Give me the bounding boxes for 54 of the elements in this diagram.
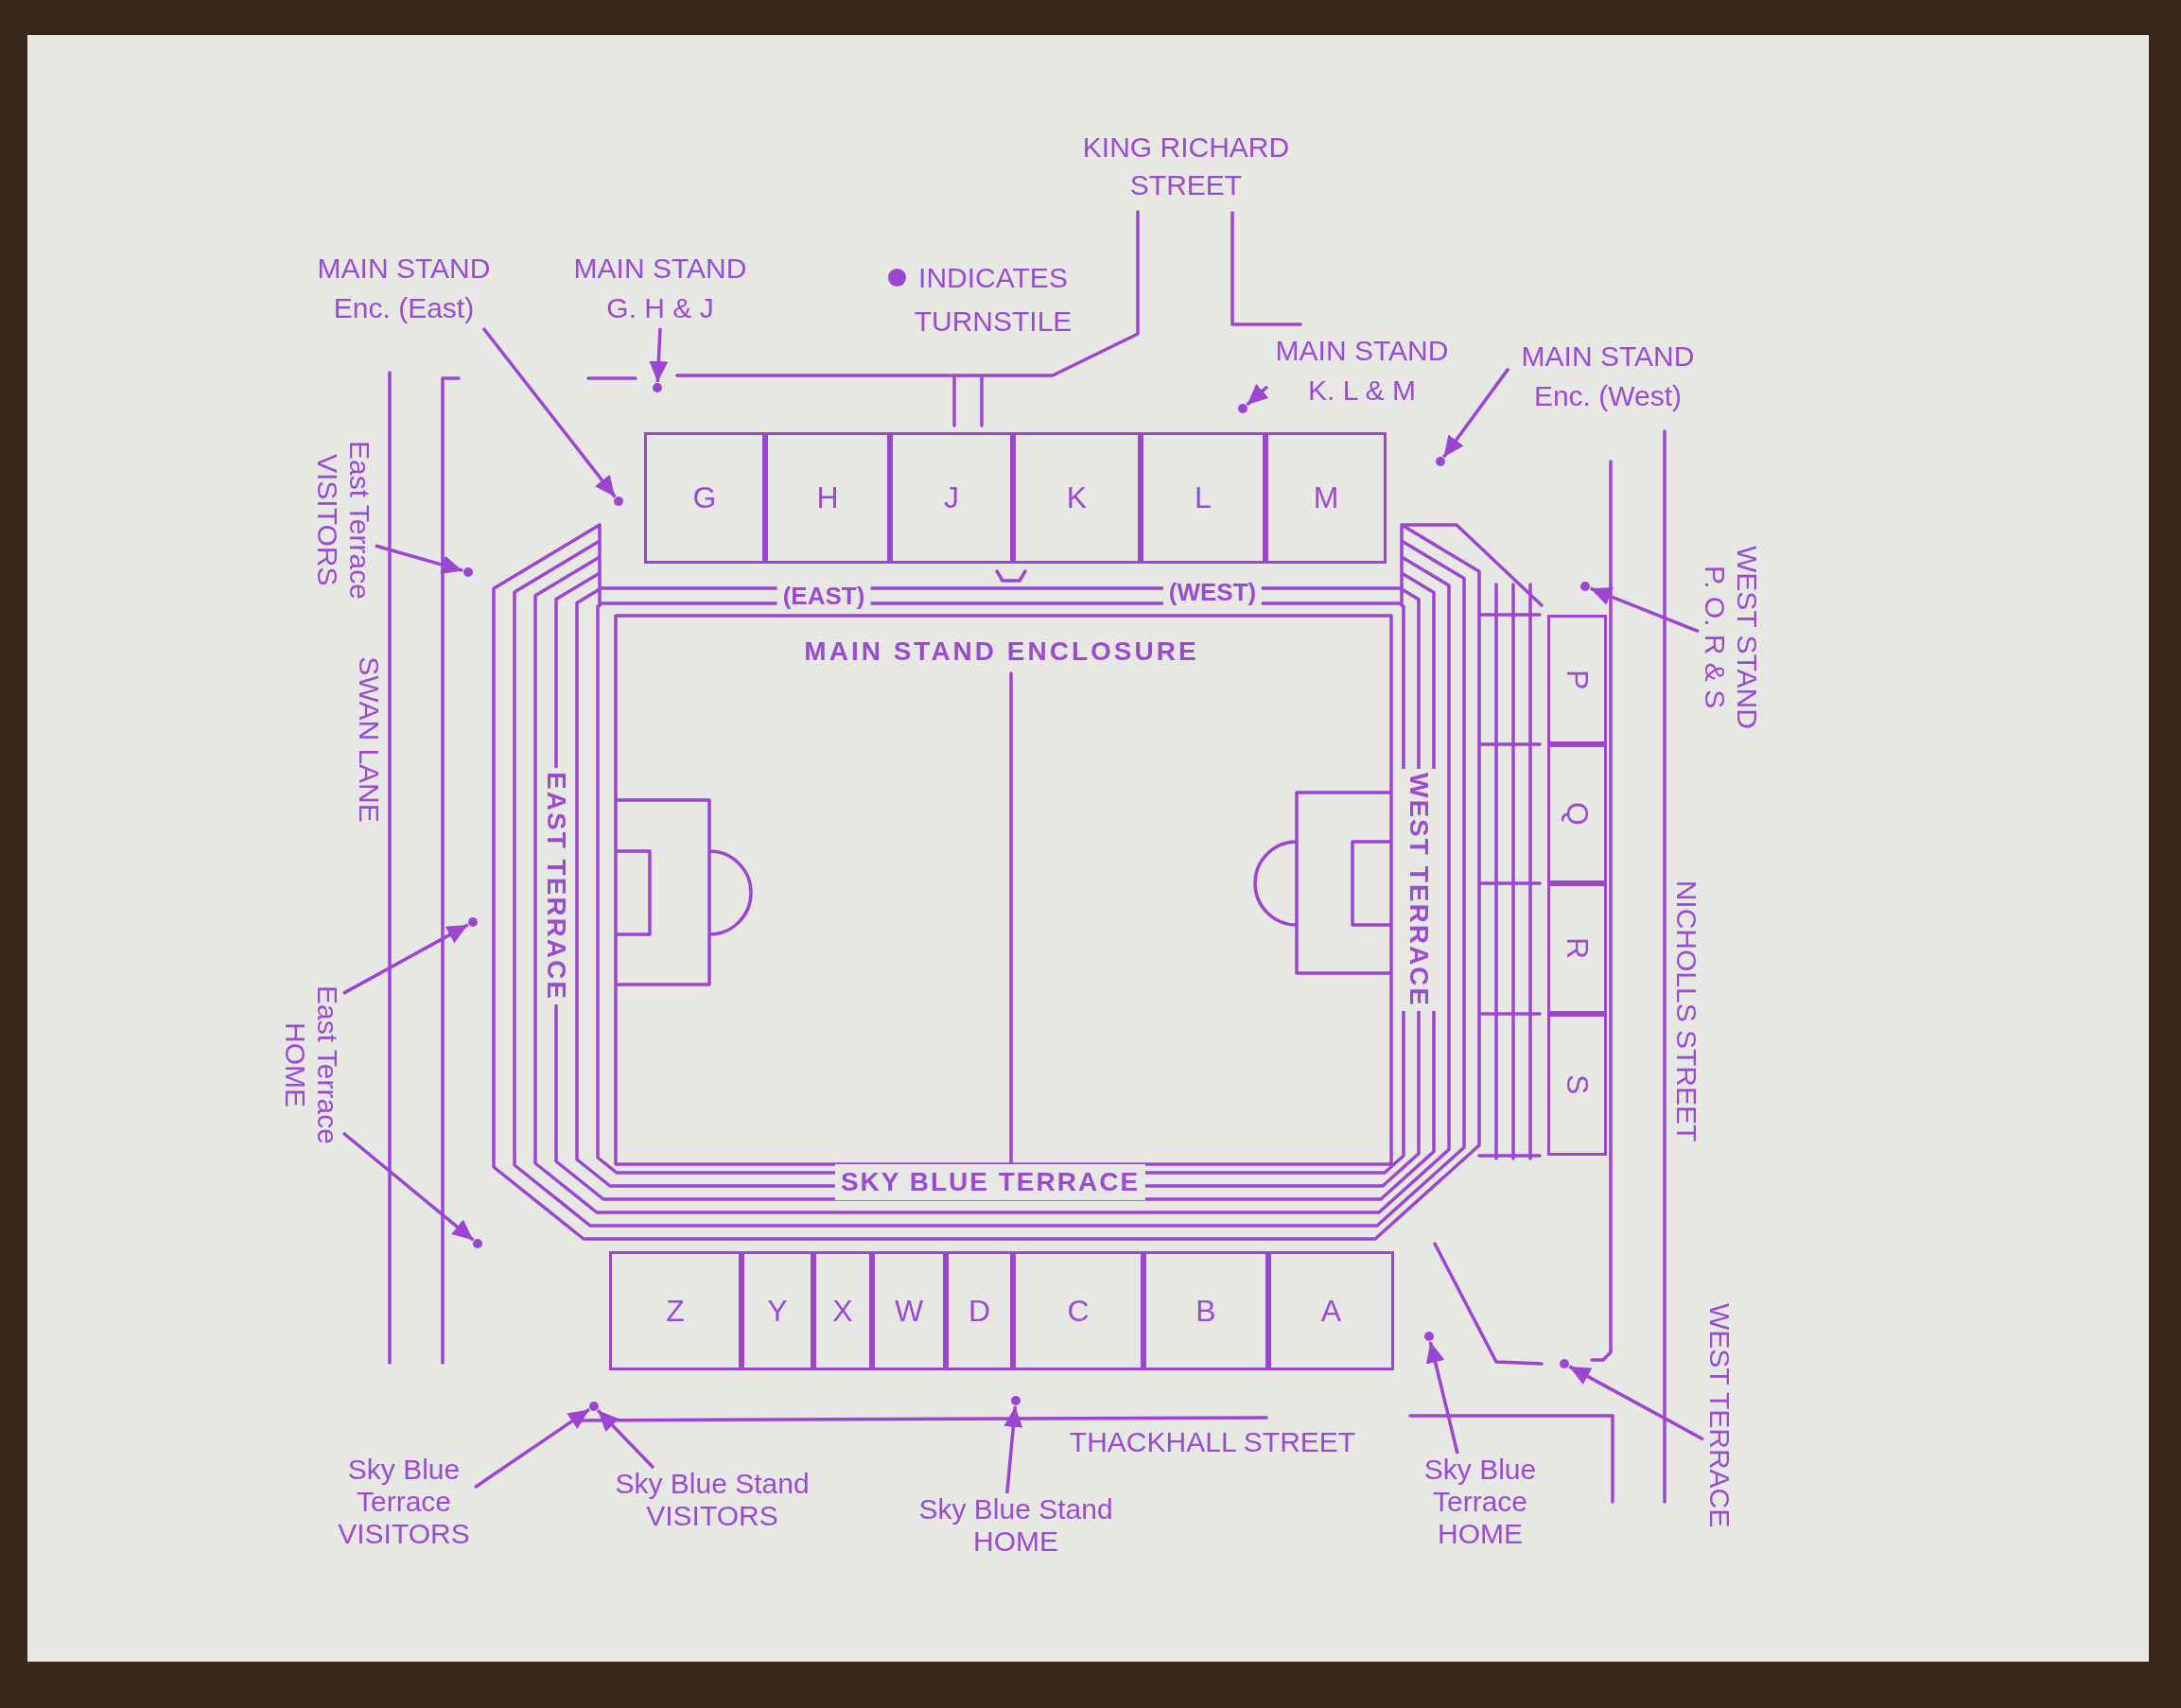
seating-block: R <box>1547 883 1607 1014</box>
leader-arrow <box>342 923 469 995</box>
turnstile-dot <box>1424 1332 1434 1341</box>
seating-block: Y <box>742 1251 813 1370</box>
entrance-label: MAIN STAND G. H & J <box>566 249 755 328</box>
leader-arrow <box>596 1409 655 1470</box>
leader-arrow <box>1003 1405 1023 1494</box>
entrance-label: MAIN STAND Enc. (West) <box>1509 337 1707 416</box>
turnstile-dot <box>1238 404 1248 413</box>
seating-block: X <box>813 1251 872 1370</box>
entrance-label: WEST TERRACE <box>1703 1298 1736 1534</box>
seating-block: D <box>946 1251 1013 1370</box>
seating-block: W <box>872 1251 946 1370</box>
turnstile-dot <box>653 383 662 392</box>
street-name: SWAN LANE <box>353 656 385 823</box>
seating-block: A <box>1268 1251 1394 1370</box>
seating-block: C <box>1013 1251 1143 1370</box>
entrance-label: MAIN STAND K. L & M <box>1267 331 1457 410</box>
seating-block: P <box>1547 615 1607 744</box>
leader-arrow <box>481 326 617 498</box>
turnstile-dot <box>1011 1396 1021 1405</box>
leader-arrow <box>1425 1341 1459 1455</box>
entrance-label: Sky Blue Stand HOME <box>907 1493 1125 1558</box>
turnstile-dot <box>1436 457 1445 466</box>
entrance-label: MAIN STAND Enc. (East) <box>309 249 498 328</box>
legend-text: INDICATES TURNSTILE <box>913 261 1073 339</box>
leader-arrow <box>1568 1365 1704 1441</box>
leader-arrow <box>375 544 463 574</box>
entrance-label: WEST STAND P. O. R & S <box>1699 538 1763 737</box>
turnstile-dot <box>468 917 478 927</box>
turnstile-dot <box>589 1402 599 1411</box>
leader-arrow <box>1442 367 1510 459</box>
turnstile-dot <box>463 567 473 577</box>
leader-arrow <box>474 1407 590 1490</box>
street-name: NICHOLLS STREET <box>1670 880 1702 1142</box>
entrance-label: Sky Blue Terrace VISITORS <box>333 1454 475 1550</box>
seating-block: S <box>1547 1014 1607 1156</box>
seating-block: Q <box>1547 744 1607 883</box>
seating-block: B <box>1143 1251 1268 1370</box>
entrance-label: East Terrace VISITORS <box>311 435 375 605</box>
leader-arrow <box>1246 383 1269 407</box>
street-name: THACKHALL STREET <box>1069 1426 1356 1458</box>
entrance-label: Sky Blue Terrace HOME <box>1409 1454 1551 1550</box>
leader-arrow <box>341 1131 475 1242</box>
entrance-label: East Terrace HOME <box>279 980 343 1150</box>
turnstile-dot <box>1580 582 1590 591</box>
entrance-label: Sky Blue Stand VISITORS <box>603 1468 821 1532</box>
turnstile-dot <box>473 1239 482 1248</box>
turnstile-dot <box>614 497 623 506</box>
leader-arrow <box>649 327 669 383</box>
leader-arrow <box>1589 586 1700 634</box>
turnstile-dot <box>1560 1359 1569 1368</box>
seating-block: Z <box>609 1251 742 1370</box>
street-name: KING RICHARD STREET <box>1081 131 1291 202</box>
